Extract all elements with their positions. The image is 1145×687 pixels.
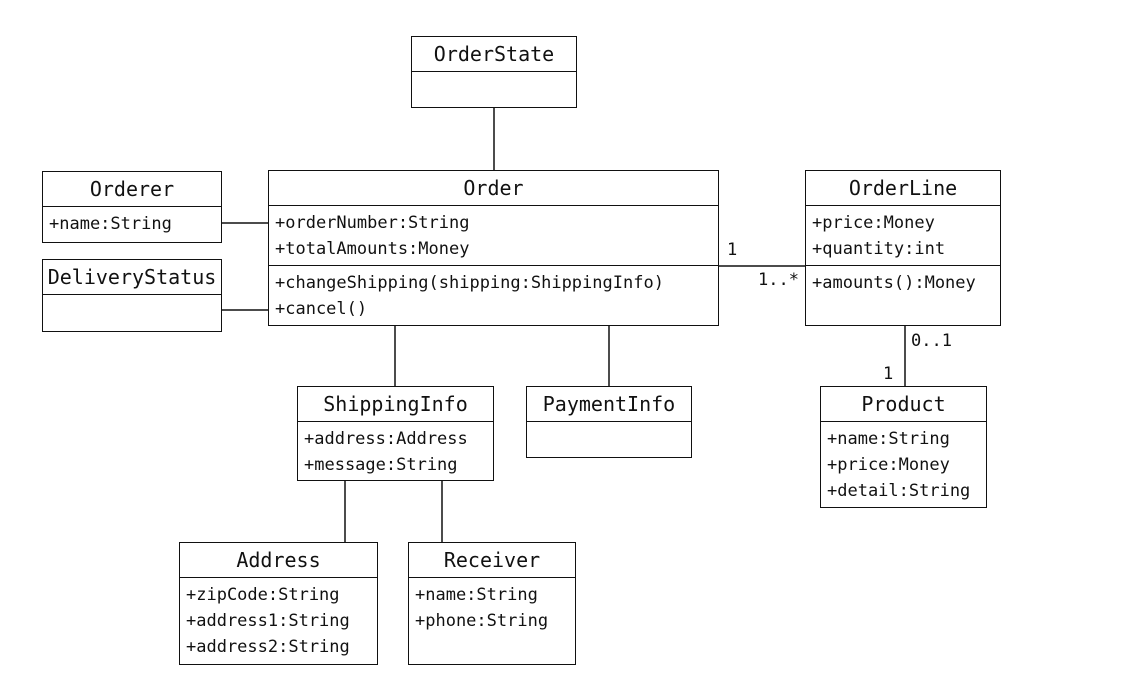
attribute: +quantity:int xyxy=(812,239,946,259)
attribute: +phone:String xyxy=(415,611,549,631)
class-product: Product +name:String +price:Money +detai… xyxy=(820,386,987,508)
attribute: +price:Money xyxy=(812,213,935,233)
class-shippinginfo: ShippingInfo +address:Address +message:S… xyxy=(297,386,494,481)
class-name: Orderer xyxy=(43,172,221,207)
operation: +changeShipping(shipping:ShippingInfo) xyxy=(275,273,664,293)
attributes-section xyxy=(527,422,691,458)
class-orderstate: OrderState xyxy=(411,36,577,108)
attributes-section: +name:String +price:Money +detail:String xyxy=(821,422,986,508)
attribute: +message:String xyxy=(304,455,458,475)
class-paymentinfo: PaymentInfo xyxy=(526,386,692,458)
class-name: Receiver xyxy=(409,543,575,578)
attribute: +name:String xyxy=(49,214,172,234)
attribute: +detail:String xyxy=(827,481,971,501)
attributes-section: +orderNumber:String +totalAmounts:Money xyxy=(269,206,718,266)
attribute: +name:String xyxy=(827,429,950,449)
class-orderline: OrderLine +price:Money +quantity:int +am… xyxy=(805,170,1001,326)
attribute: +price:Money xyxy=(827,455,950,475)
class-name: ShippingInfo xyxy=(298,387,493,422)
attributes-section: +name:String +phone:String xyxy=(409,578,575,638)
multiplicity-order-end: 1 xyxy=(727,240,738,260)
multiplicity-orderline-product-end: 0..1 xyxy=(911,331,952,351)
attribute: +address:Address xyxy=(304,429,468,449)
attribute: +orderNumber:String xyxy=(275,213,470,233)
class-name: Product xyxy=(821,387,986,422)
class-name: Order xyxy=(269,171,718,206)
multiplicity-orderline-end: 1..* xyxy=(758,270,799,290)
class-name: OrderLine xyxy=(806,171,1000,206)
attribute: +address2:String xyxy=(186,637,350,657)
class-orderer: Orderer +name:String xyxy=(42,171,222,243)
class-deliverystatus: DeliveryStatus xyxy=(42,259,222,332)
attributes-section xyxy=(412,72,576,108)
attributes-section: +price:Money +quantity:int xyxy=(806,206,1000,266)
attributes-section: +name:String xyxy=(43,207,221,241)
class-name: PaymentInfo xyxy=(527,387,691,422)
attribute: +address1:String xyxy=(186,611,350,631)
attributes-section xyxy=(43,295,221,331)
class-address: Address +zipCode:String +address1:String… xyxy=(179,542,378,665)
class-order: Order +orderNumber:String +totalAmounts:… xyxy=(268,170,719,326)
operations-section: +changeShipping(shipping:ShippingInfo) +… xyxy=(269,266,718,326)
class-name: DeliveryStatus xyxy=(43,260,221,295)
attribute: +name:String xyxy=(415,585,538,605)
class-name: OrderState xyxy=(412,37,576,72)
operations-section: +amounts():Money xyxy=(806,266,1000,300)
attribute: +zipCode:String xyxy=(186,585,340,605)
class-name: Address xyxy=(180,543,377,578)
attributes-section: +zipCode:String +address1:String +addres… xyxy=(180,578,377,664)
class-receiver: Receiver +name:String +phone:String xyxy=(408,542,576,665)
attribute: +totalAmounts:Money xyxy=(275,239,470,259)
multiplicity-product-end: 1 xyxy=(883,364,894,384)
operation: +cancel() xyxy=(275,299,368,319)
attributes-section: +address:Address +message:String xyxy=(298,422,493,482)
operation: +amounts():Money xyxy=(812,273,976,293)
